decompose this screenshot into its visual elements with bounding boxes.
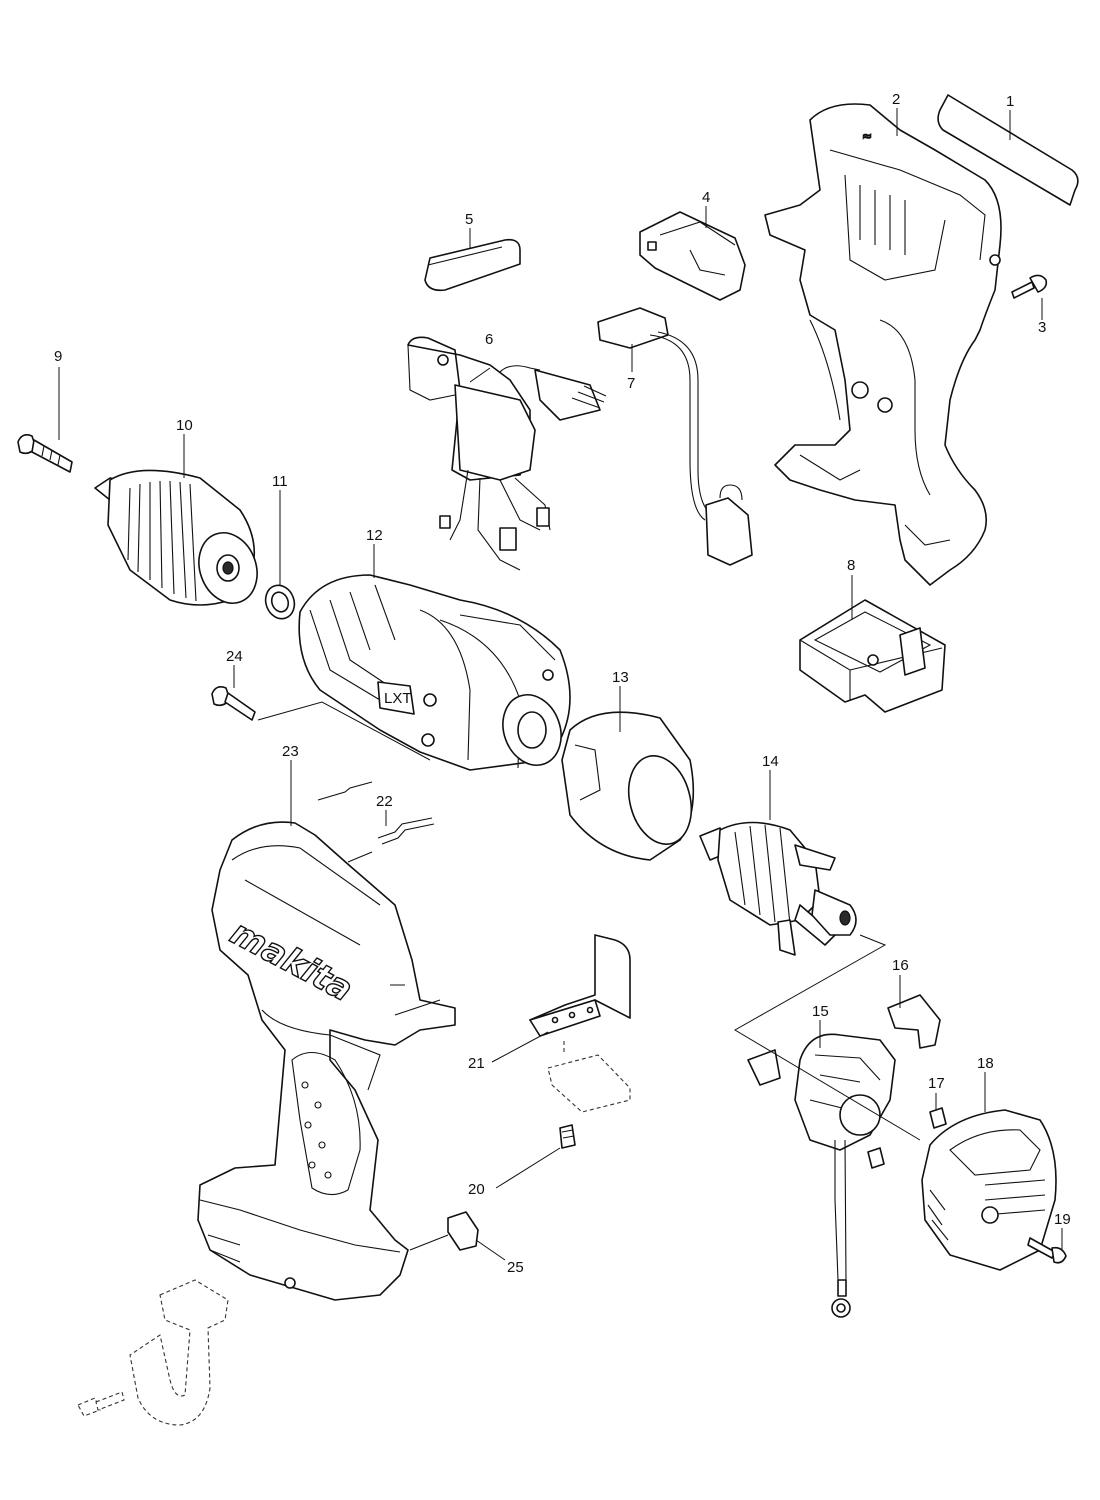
- callout-10: 10: [176, 417, 193, 434]
- callout-11: 11: [272, 473, 288, 490]
- callout-2: 2: [892, 91, 900, 108]
- part-2-housing-half: ≈: [764, 103, 1002, 586]
- part-21-bracket-plate: [529, 934, 631, 1037]
- callout-4: 4: [702, 189, 710, 206]
- part-14-armature: [699, 821, 857, 956]
- callout-23: 23: [282, 743, 299, 760]
- callout-13: 13: [612, 669, 629, 686]
- svg-text:≈: ≈: [862, 129, 872, 143]
- part-16-brush-cap: [887, 994, 941, 1049]
- callout-19: 19: [1054, 1211, 1071, 1228]
- callout-25: 25: [507, 1259, 524, 1276]
- callout-3: 3: [1038, 319, 1046, 336]
- part-10-keyless-chuck: [94, 469, 258, 606]
- part-13-magnet-sleeve: [561, 711, 695, 861]
- part-23-housing: makita: [197, 821, 456, 1301]
- lxt-badge: LXT: [384, 690, 412, 707]
- part-4-switch-lever: [639, 211, 746, 301]
- part-18-rear-cover: [921, 1109, 1057, 1271]
- callout-5: 5: [465, 211, 473, 228]
- callout-15: 15: [812, 1003, 829, 1020]
- callout-1: 1: [1006, 93, 1014, 110]
- part-1-label-strip: [937, 94, 1079, 206]
- part-17b-carbon-brush: [867, 1147, 885, 1169]
- belt-hook-ghost: [77, 1279, 229, 1426]
- callout-17: 17: [928, 1075, 945, 1092]
- part-22-leaf-spring: [317, 781, 435, 845]
- part-24-screw: [211, 686, 256, 721]
- callout-16: 16: [892, 957, 909, 974]
- callout-7: 7: [627, 375, 635, 392]
- callout-22: 22: [376, 793, 393, 810]
- callout-9: 9: [54, 348, 62, 365]
- callout-12: 12: [366, 527, 383, 544]
- callout-18: 18: [977, 1055, 994, 1072]
- part-17-carbon-brush: [929, 1107, 947, 1129]
- callout-6: 6: [485, 331, 493, 348]
- part-6-switch-assembly: [407, 336, 607, 571]
- part-15-brush-holder: [747, 1033, 896, 1318]
- part-5-slide-plate: [424, 238, 521, 292]
- callout-21: 21: [468, 1055, 485, 1072]
- callout-24: 24: [226, 648, 243, 665]
- leader-lines: [58, 108, 1063, 1261]
- callout-8: 8: [847, 557, 855, 574]
- part-12-gear-assembly: LXT: [298, 574, 571, 771]
- callout-14: 14: [762, 753, 779, 770]
- part-7-led-cable: [597, 307, 753, 566]
- part-21-ghost-outline: [547, 1040, 631, 1113]
- part-19-screw: [1027, 1237, 1067, 1264]
- part-25-clip: [447, 1211, 479, 1251]
- callout-labels: 1 2 3 4 5 6 7 8 9 10 11 12 13 14 15 16 1…: [54, 91, 1071, 1276]
- part-3-screw: [1011, 274, 1048, 299]
- part-9-screw: [17, 434, 73, 473]
- part-11-washer: [264, 584, 296, 620]
- part-8-controller-box: [799, 599, 946, 713]
- part-20-screw: [559, 1124, 576, 1149]
- callout-20: 20: [468, 1181, 485, 1198]
